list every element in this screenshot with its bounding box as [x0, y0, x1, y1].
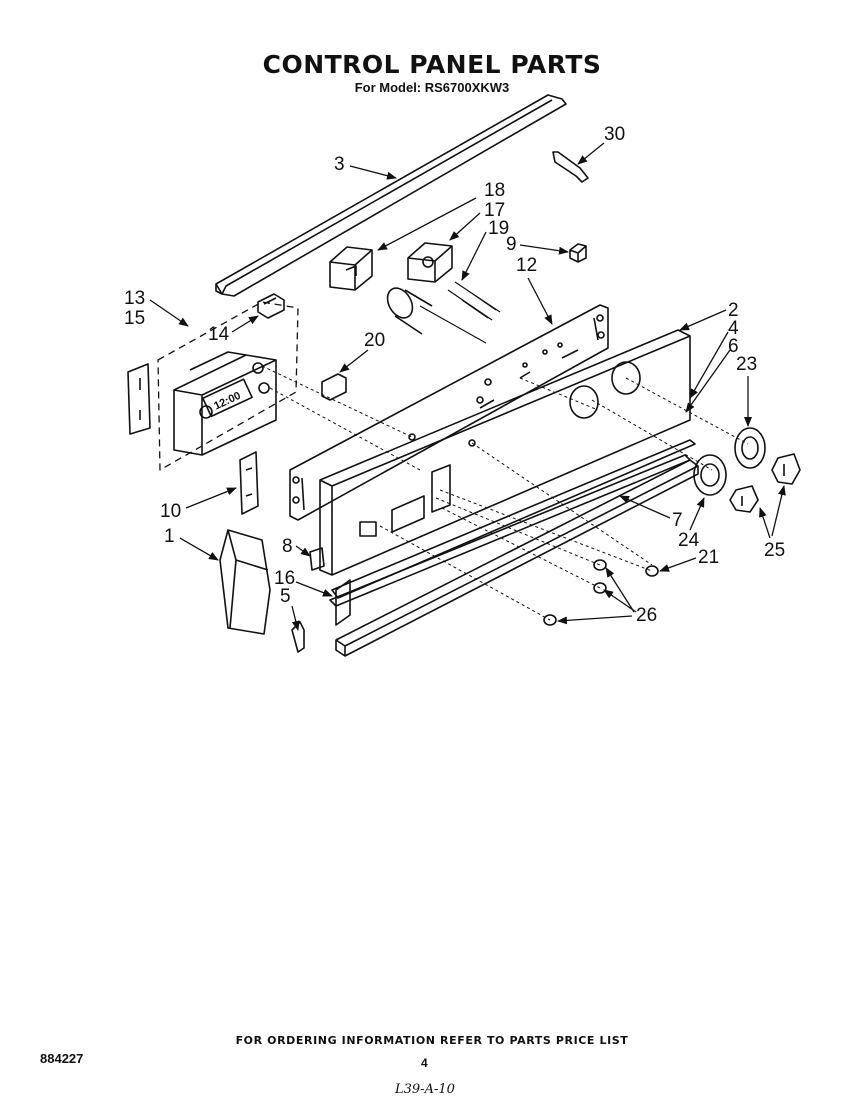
end-cap-housing: [219, 529, 271, 635]
small-spacer: [309, 547, 325, 571]
control-board-plate: [289, 304, 609, 521]
nut-26a: [593, 559, 607, 571]
callout-17: 17: [484, 200, 505, 221]
small-bracket: [552, 151, 589, 183]
callout-25: 25: [764, 540, 785, 561]
leader-arrows: [149, 142, 786, 631]
callout-26: 26: [636, 605, 657, 626]
mounting-bracket: [321, 373, 347, 401]
callout-30: 30: [604, 124, 625, 145]
callout-24: 24: [678, 530, 700, 551]
model-subtitle: For Model: RS6700XKW3: [354, 80, 510, 95]
handwritten-note: L39-A-10: [395, 1082, 455, 1097]
top-trim-strip: [215, 94, 567, 297]
infinite-switch: [407, 242, 453, 283]
clock-side-bracket: [239, 451, 259, 515]
clock-clip: [257, 293, 285, 319]
callout-18: 18: [484, 180, 505, 201]
callout-21: 21: [698, 547, 719, 568]
callout-1: 1: [164, 526, 175, 547]
knob-bezel-left: [693, 454, 727, 496]
wire-harness: [419, 281, 501, 344]
lower-trim: [335, 459, 699, 657]
callout-7: 7: [672, 510, 683, 531]
callout-20: 20: [364, 330, 385, 351]
panel-strip-middle: [329, 454, 691, 607]
callout-13: 13: [124, 288, 145, 309]
callout-14: 14: [208, 324, 230, 345]
clock-module: [173, 351, 277, 456]
page-number: 4: [421, 1056, 428, 1070]
assembly-guides: [261, 365, 749, 621]
callout-3: 3: [334, 154, 345, 175]
nut-26c: [543, 614, 557, 626]
callout-16: 16: [274, 568, 295, 589]
ordering-note: FOR ORDERING INFORMATION REFER TO PARTS …: [235, 1034, 629, 1047]
callout-19: 19: [488, 218, 509, 239]
page-title: CONTROL PANEL PARTS: [262, 50, 602, 79]
callout-5: 5: [280, 586, 291, 607]
callout-4: 4: [728, 318, 739, 339]
nut-21: [645, 565, 659, 577]
pushbutton-cylinder: [386, 287, 433, 335]
knob-bezel-right: [734, 427, 766, 469]
small-clip: [569, 243, 587, 263]
document-number: 884227: [40, 1051, 84, 1066]
switch-box: [329, 246, 373, 291]
callout-8: 8: [282, 536, 293, 557]
nut-26b: [593, 582, 607, 594]
end-cap: [291, 621, 305, 653]
control-knob-left: [729, 485, 759, 513]
main-control-panel: [319, 329, 691, 576]
callout-23: 23: [736, 354, 757, 375]
callout-9: 9: [506, 234, 517, 255]
callout-10: 10: [160, 501, 181, 522]
callout-12: 12: [516, 255, 537, 276]
callout-labels: 1 2 3 4 5 6 7 8 9 10 12 13 14 15 16 17 1…: [124, 124, 785, 626]
control-knob-right: [771, 453, 801, 485]
part-shapes: [127, 94, 801, 657]
callout-15: 15: [124, 308, 145, 329]
clock-bracket: [127, 363, 151, 435]
dashed-outline: [157, 301, 299, 471]
end-strip: [335, 579, 351, 626]
callout-2: 2: [728, 300, 739, 321]
callout-6: 6: [728, 336, 739, 357]
